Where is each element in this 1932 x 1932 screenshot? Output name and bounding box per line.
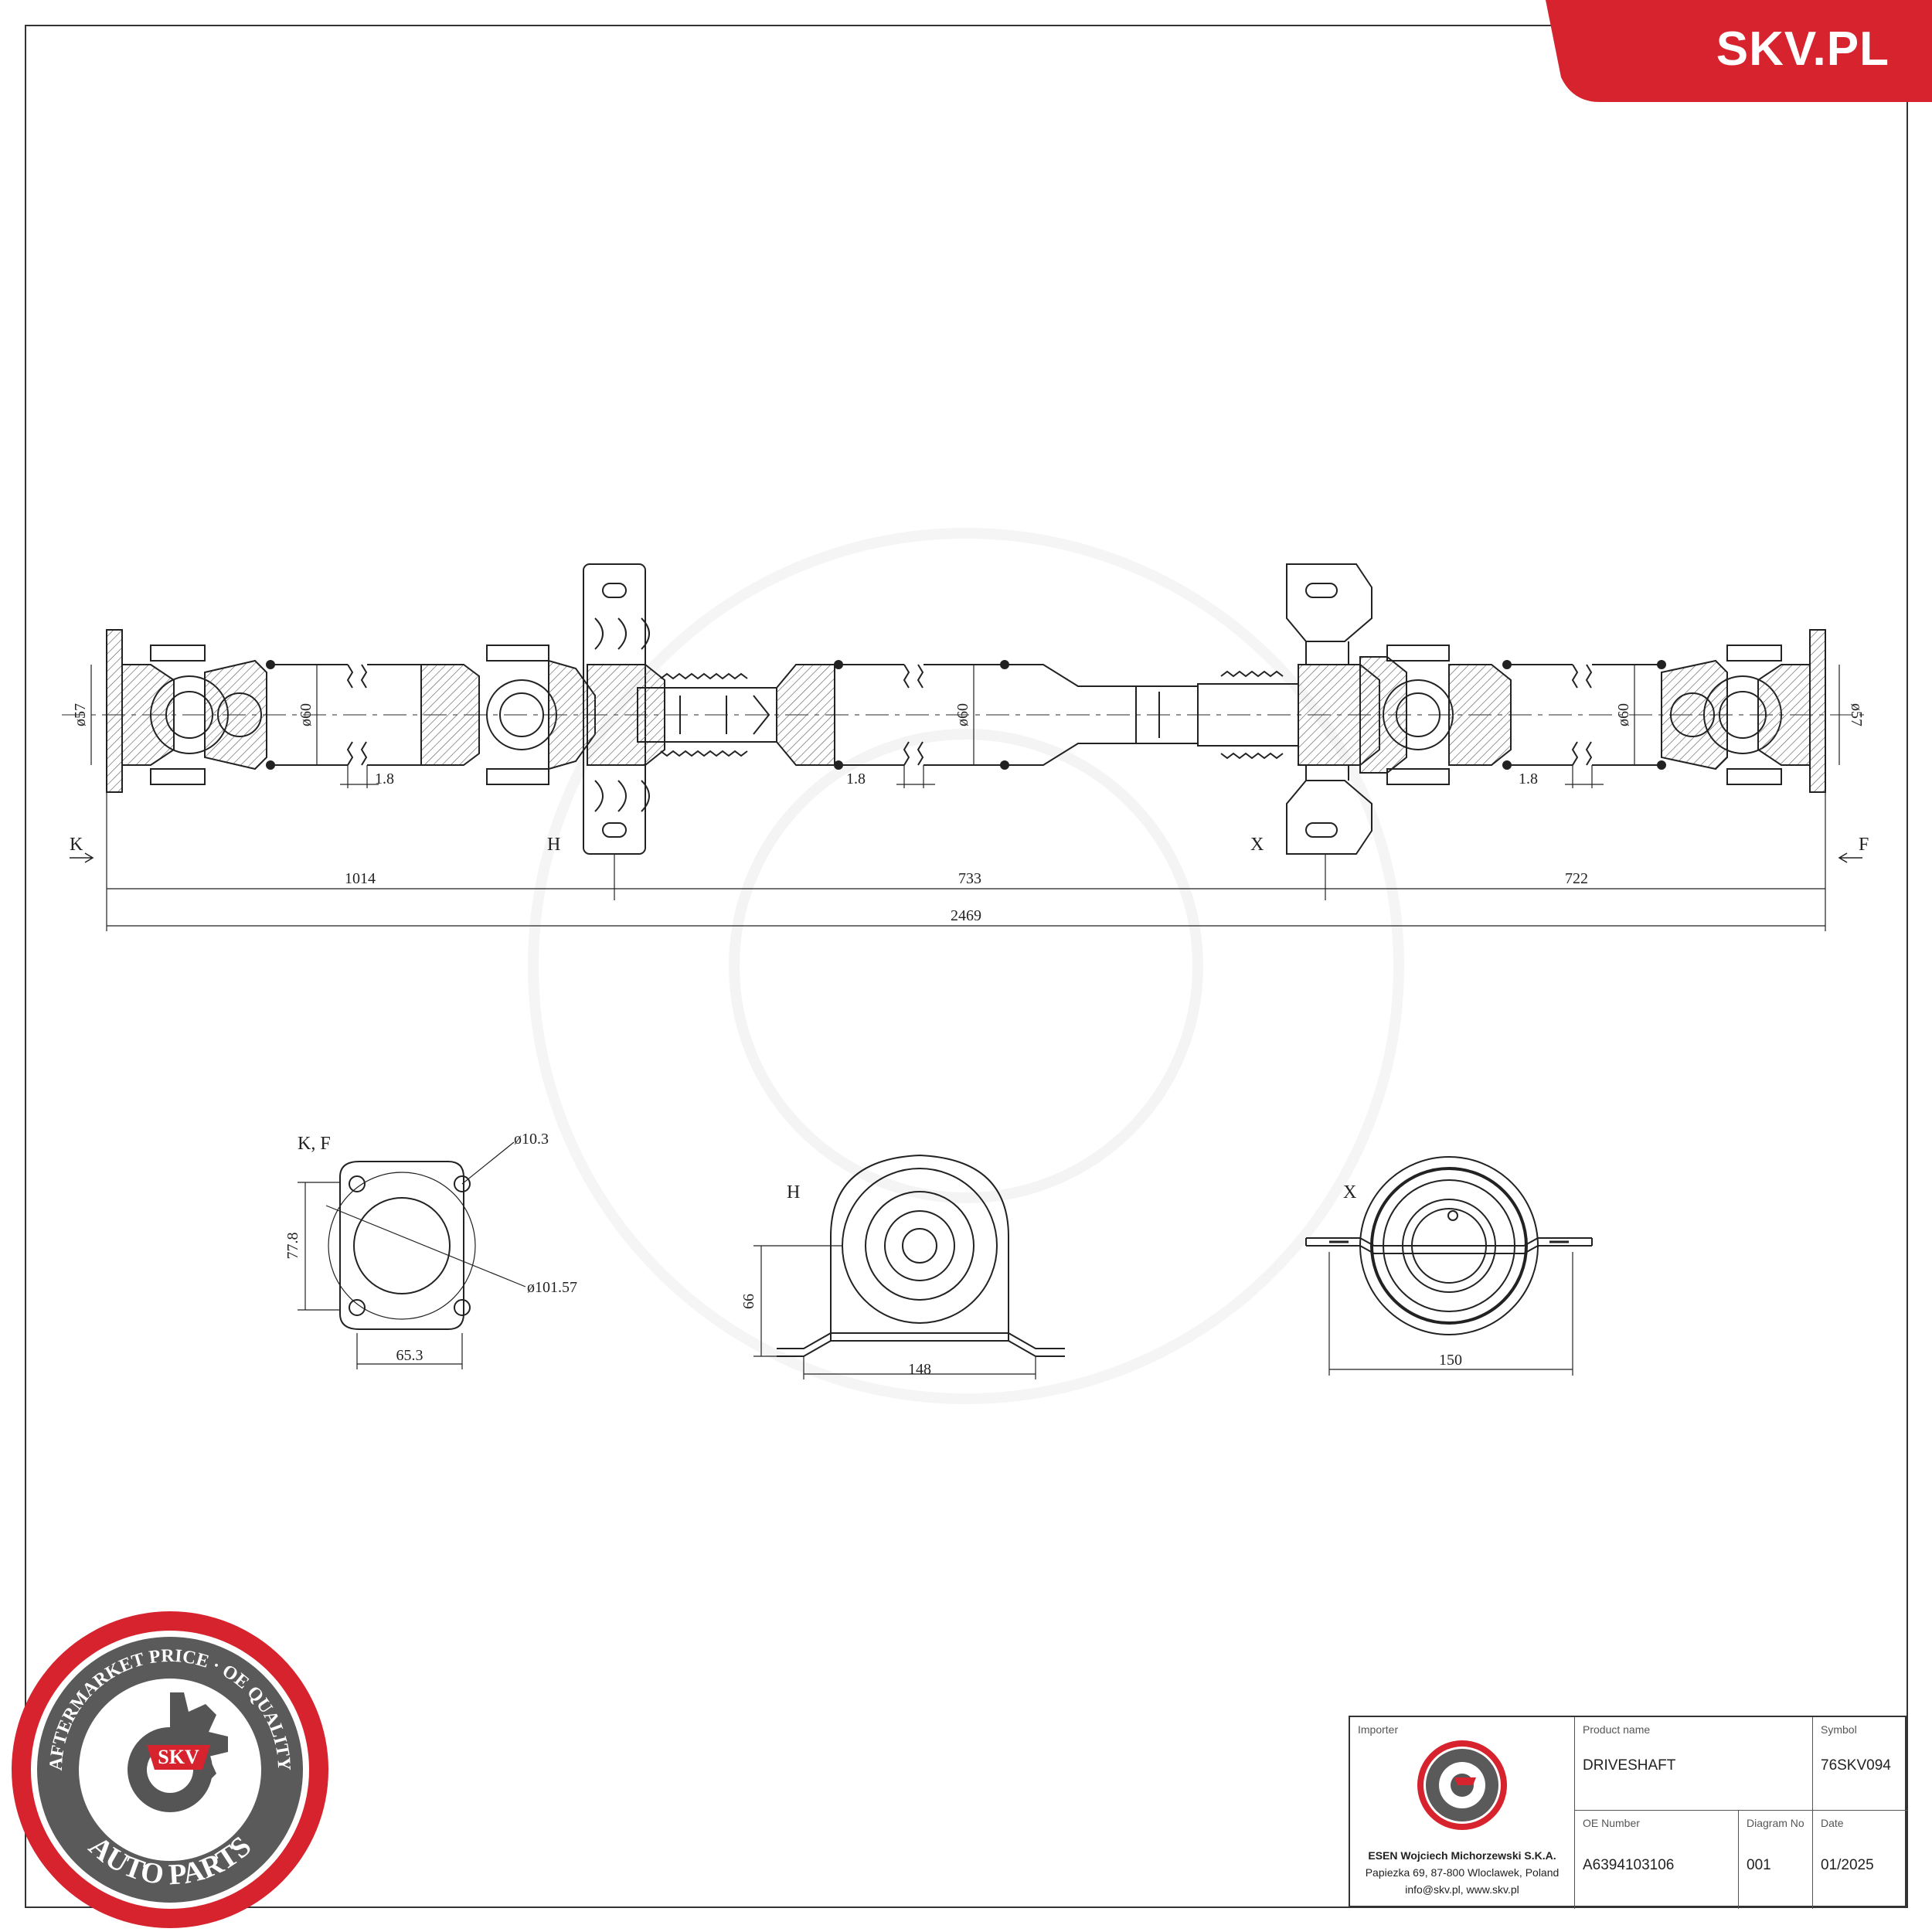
dim-seg-2: 733 (958, 870, 981, 887)
dim-d60-3: ø60 (1615, 703, 1632, 726)
bearing-x-view (1305, 1156, 1593, 1376)
diagram-no-value: 001 (1747, 1857, 1771, 1873)
diagram-no-cell: Diagram No 001 (1738, 1810, 1812, 1909)
flange-height-dim: 77.8 (284, 1233, 301, 1260)
view-label-x: X (1250, 835, 1264, 855)
dim-gap-3: 1.8 (1519, 770, 1538, 787)
quality-stamp: SKV (12, 1611, 328, 1928)
symbol-cell: Symbol 76SKV094 (1812, 1717, 1908, 1810)
dim-d60-2: ø60 (954, 703, 971, 726)
diagram-no-caption: Diagram No (1747, 1817, 1804, 1829)
dim-total: 2469 (951, 907, 981, 924)
dim-d60-1: ø60 (298, 703, 315, 726)
importer-caption: Importer (1358, 1723, 1399, 1736)
oe-number-caption: OE Number (1583, 1817, 1640, 1829)
importer-line-1: ESEN Wojciech Michorzewski S.K.A. (1368, 1849, 1556, 1862)
bearing-x-label: X (1343, 1182, 1356, 1202)
product-name-cell: Product name DRIVESHAFT (1574, 1717, 1812, 1810)
dim-d57-right: ø57 (1848, 703, 1865, 726)
flange-hole-dim: ø10.3 (514, 1131, 549, 1148)
view-label-k: K (70, 835, 83, 855)
drawing-frame (25, 25, 1908, 1908)
importer-cell: Importer ESEN Wojciech Michorzewski S.K.… (1350, 1717, 1574, 1909)
flange-width-dim: 65.3 (396, 1347, 423, 1364)
date-cell: Date 01/2025 (1812, 1810, 1908, 1909)
view-label-h: H (547, 835, 560, 855)
flange-pcd-dim: ø101.57 (527, 1279, 577, 1296)
title-block: Importer ESEN Wojciech Michorzewski S.K.… (1349, 1716, 1908, 1909)
dim-d57-left: ø57 (72, 703, 89, 726)
importer-line-2: Papiezka 69, 87-800 Wloclawek, Poland (1365, 1866, 1560, 1879)
symbol-caption: Symbol (1821, 1723, 1857, 1736)
oe-number-value: A6394103106 (1583, 1857, 1675, 1873)
flange-view-label: K, F (298, 1134, 331, 1154)
importer-line-3: info@skv.pl, www.skv.pl (1405, 1883, 1519, 1896)
driveshaft-side-view (62, 563, 1870, 855)
bearing-x-width-dim: 150 (1439, 1352, 1462, 1369)
brand-site-name[interactable]: SKV.PL (1716, 22, 1889, 76)
bearing-h-view (753, 1154, 1065, 1379)
gap-dimension-lines (340, 765, 1604, 788)
bearing-h-width-dim: 148 (908, 1361, 931, 1378)
dim-seg-1: 1014 (345, 870, 376, 887)
product-name-caption: Product name (1583, 1723, 1651, 1736)
bearing-h-label: H (787, 1182, 800, 1202)
importer-logo (1417, 1740, 1507, 1830)
product-name-value: DRIVESHAFT (1583, 1757, 1676, 1774)
oe-number-cell: OE Number A6394103106 (1574, 1810, 1738, 1909)
length-dimension-lines (106, 792, 1826, 931)
date-value: 01/2025 (1821, 1857, 1874, 1873)
diameter-dimensions (90, 665, 1840, 765)
dim-gap-1: 1.8 (375, 770, 394, 787)
dim-seg-3: 722 (1565, 870, 1588, 887)
symbol-value: 76SKV094 (1821, 1757, 1891, 1774)
stamp-center-text: SKV (158, 1746, 199, 1768)
flange-view (298, 1141, 526, 1369)
dim-gap-2: 1.8 (846, 770, 866, 787)
bearing-h-height-dim: 66 (740, 1294, 757, 1309)
watermark-gear (528, 528, 1404, 1404)
view-arrows (70, 852, 1862, 863)
view-label-f: F (1859, 835, 1869, 855)
date-caption: Date (1821, 1817, 1844, 1829)
